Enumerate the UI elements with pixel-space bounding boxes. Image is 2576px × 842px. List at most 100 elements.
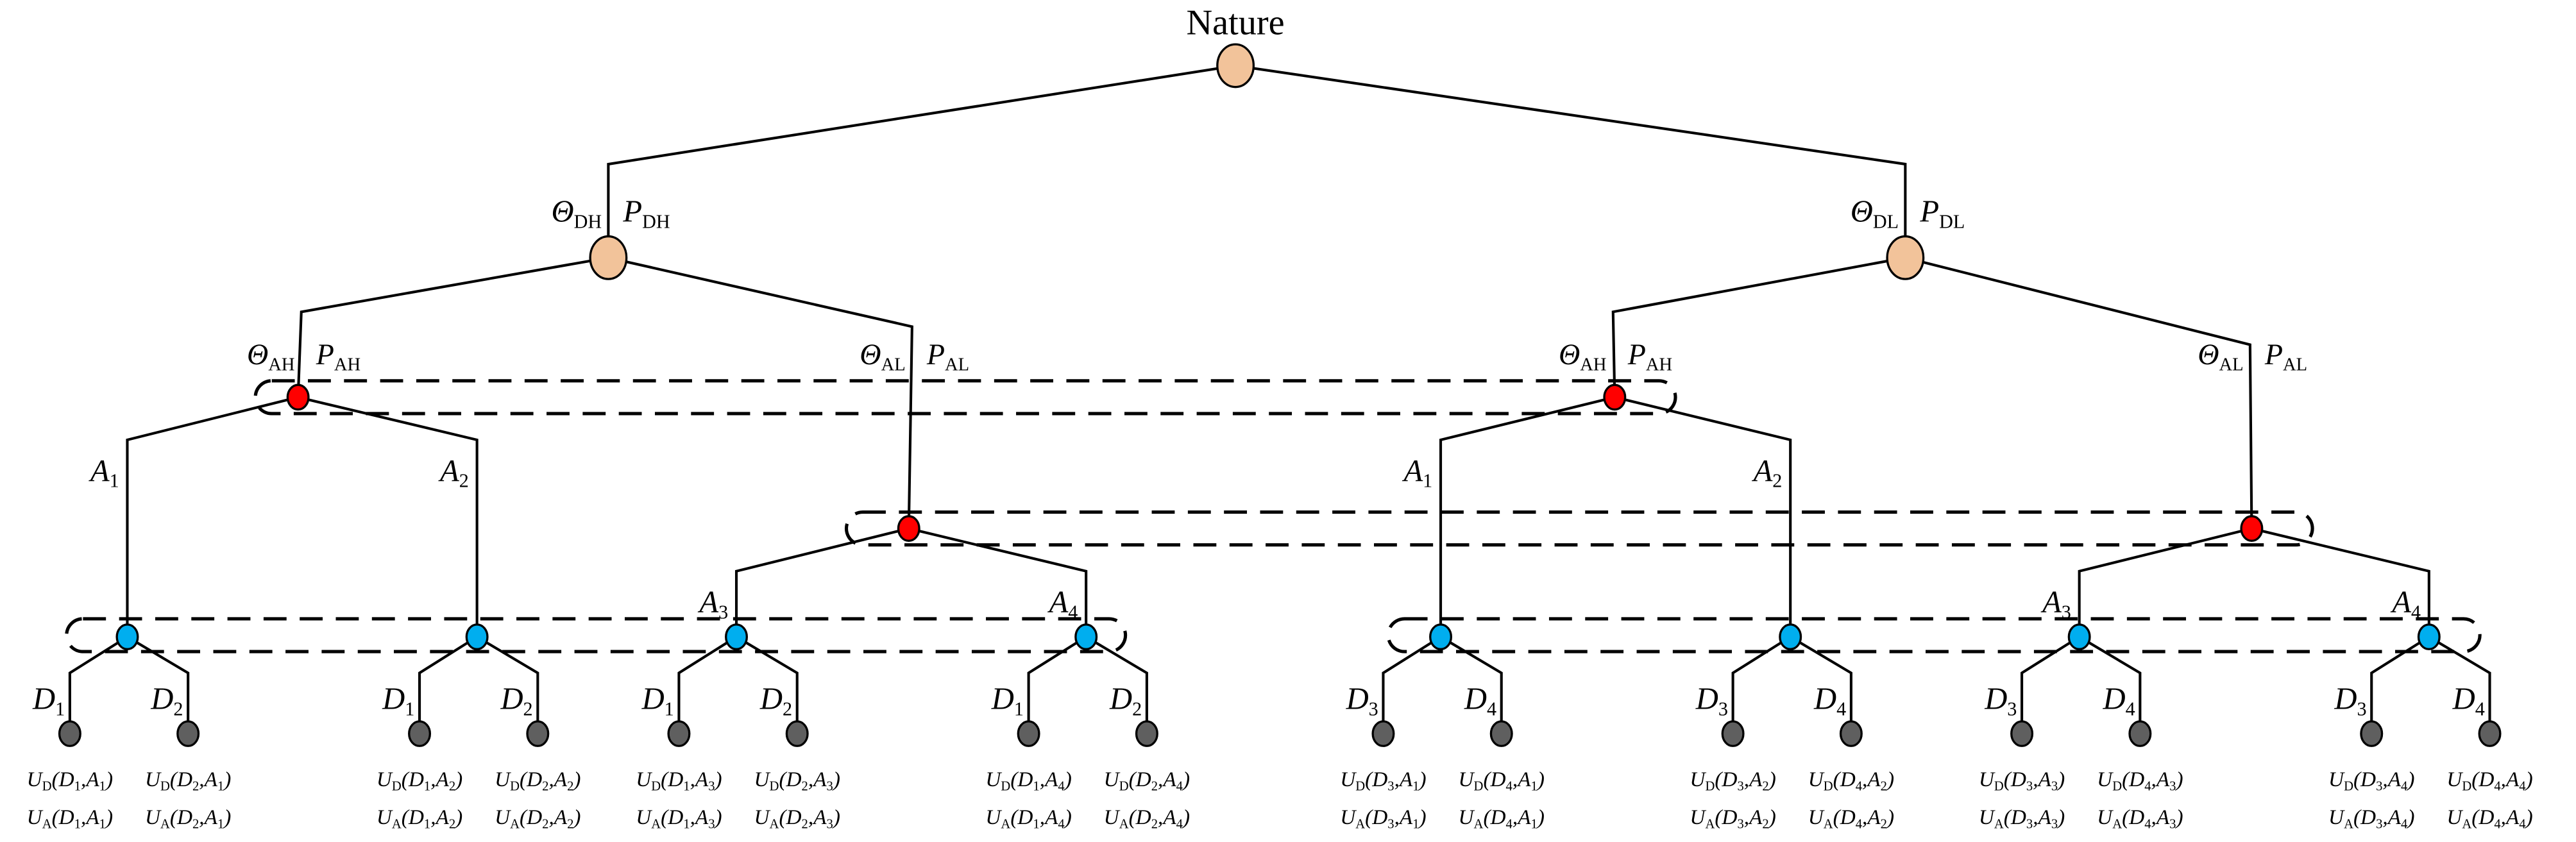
symbol: Θ bbox=[2198, 338, 2219, 371]
defender-payoff-label: UD(D4,A1) bbox=[1459, 768, 1545, 794]
symbol: ) bbox=[572, 768, 580, 791]
defender-action-label: D1 bbox=[382, 682, 414, 720]
defender-type-node-low bbox=[1886, 235, 1925, 280]
defender-prob-label: PDH bbox=[622, 194, 670, 233]
attacker-payoff-label: UA(D4,A4) bbox=[2446, 805, 2532, 832]
symbol: ,A bbox=[430, 768, 449, 791]
symbol: (D bbox=[1010, 768, 1033, 791]
symbol: D bbox=[1109, 682, 1132, 716]
symbol: P bbox=[926, 338, 945, 371]
symbol: (D bbox=[2004, 768, 2026, 791]
symbol: ) bbox=[1418, 768, 1427, 791]
subscript: 2 bbox=[802, 818, 808, 832]
defender-action-label: D1 bbox=[991, 682, 1024, 720]
subscript: A bbox=[2344, 818, 2353, 832]
subscript: 4 bbox=[1487, 698, 1496, 720]
subscript: 2 bbox=[173, 698, 183, 720]
subscript: 4 bbox=[2401, 818, 2407, 832]
edge-nature-to-defender-low bbox=[1235, 64, 1907, 258]
subscript: D bbox=[1705, 780, 1715, 794]
subscript: 3 bbox=[708, 780, 715, 794]
symbol: D bbox=[1813, 682, 1836, 716]
subscript: 2 bbox=[802, 780, 808, 794]
subscript: 3 bbox=[1737, 818, 1743, 832]
subscript: A bbox=[42, 818, 52, 832]
subscript: 3 bbox=[2026, 818, 2033, 832]
subscript: 1 bbox=[217, 818, 224, 832]
subscript: A bbox=[1705, 818, 1715, 832]
symbol: A bbox=[2040, 585, 2062, 619]
subscript: AH bbox=[334, 355, 360, 375]
defender-payoff-label: UD(D2,A3) bbox=[754, 768, 840, 794]
subscript: AH bbox=[1580, 355, 1606, 375]
subscript: 3 bbox=[2376, 818, 2382, 832]
subscript: AL bbox=[881, 355, 906, 375]
subscript: 4 bbox=[1058, 780, 1064, 794]
edge-defender-action bbox=[418, 636, 478, 734]
symbol: ,A bbox=[808, 805, 827, 829]
edge-to-attacker-type bbox=[296, 256, 609, 398]
symbol: (D bbox=[2122, 768, 2144, 791]
terminal-node bbox=[58, 720, 81, 747]
defender-payoff-label: UD(D4,A3) bbox=[2097, 768, 2183, 794]
subscript: 2 bbox=[459, 470, 469, 492]
subscript: D bbox=[1824, 780, 1833, 794]
symbol: (D bbox=[2471, 768, 2494, 791]
defender-payoff-label: UD(D2,A4) bbox=[1104, 768, 1190, 794]
symbol: ) bbox=[2174, 768, 2183, 791]
subscript: 4 bbox=[2475, 698, 2485, 720]
subscript: 3 bbox=[827, 818, 833, 832]
subscript: A bbox=[392, 818, 402, 832]
subscript: 4 bbox=[2144, 780, 2151, 794]
symbol: D bbox=[641, 682, 665, 716]
symbol: ) bbox=[714, 768, 722, 791]
subscript: 3 bbox=[1718, 698, 1728, 720]
subscript: AL bbox=[945, 355, 969, 375]
symbol: ,A bbox=[1513, 768, 1531, 791]
symbol: ) bbox=[105, 805, 113, 829]
symbol: U bbox=[27, 805, 44, 829]
subscript: A bbox=[1355, 818, 1365, 832]
symbol: P bbox=[622, 194, 642, 229]
subscript: A bbox=[651, 818, 661, 832]
defender-action-label: D3 bbox=[1346, 682, 1378, 720]
subscript: 4 bbox=[1176, 780, 1183, 794]
defender-decision-node bbox=[1779, 623, 1802, 650]
subscript: 1 bbox=[405, 698, 414, 720]
defender-payoff-label: UD(D1,A2) bbox=[377, 768, 462, 794]
subscript: 1 bbox=[74, 818, 81, 832]
edge-defender-action bbox=[126, 636, 190, 734]
subscript: 2 bbox=[1132, 698, 1142, 720]
subscript: 2 bbox=[1762, 780, 1768, 794]
subscript: 3 bbox=[2051, 780, 2058, 794]
subscript: 4 bbox=[1176, 818, 1183, 832]
symbol: U bbox=[985, 805, 1002, 829]
edge-defender-action bbox=[735, 636, 799, 734]
subscript: 4 bbox=[2126, 698, 2135, 720]
subscript: A bbox=[1474, 818, 1484, 832]
symbol: A bbox=[89, 453, 110, 488]
terminal-node bbox=[1489, 720, 1513, 747]
symbol: P bbox=[2264, 338, 2283, 371]
symbol: ,A bbox=[430, 805, 449, 829]
defender-action-label: D2 bbox=[500, 682, 532, 720]
edge-defender-action bbox=[1731, 636, 1792, 734]
symbol: (D bbox=[402, 768, 424, 791]
symbol: A bbox=[1402, 453, 1423, 488]
attacker-type-label: ΘAL bbox=[860, 338, 905, 375]
subscript: 4 bbox=[2401, 780, 2407, 794]
defender-action-label: D4 bbox=[1813, 682, 1846, 720]
symbol: ) bbox=[1063, 805, 1072, 829]
attacker-payoff-label: UA(D2,A1) bbox=[145, 805, 231, 832]
subscript: 1 bbox=[665, 698, 674, 720]
symbol: U bbox=[1104, 768, 1121, 791]
defender-payoff-label: UD(D2,A2) bbox=[495, 768, 580, 794]
symbol: (D bbox=[1715, 805, 1737, 829]
attacker-payoff-label: UA(D3,A1) bbox=[1340, 805, 1426, 832]
symbol: D bbox=[32, 682, 55, 716]
subscript: A bbox=[510, 818, 520, 832]
symbol: U bbox=[145, 805, 162, 829]
defender-decision-node bbox=[1074, 623, 1098, 650]
symbol: D bbox=[1346, 682, 1369, 716]
